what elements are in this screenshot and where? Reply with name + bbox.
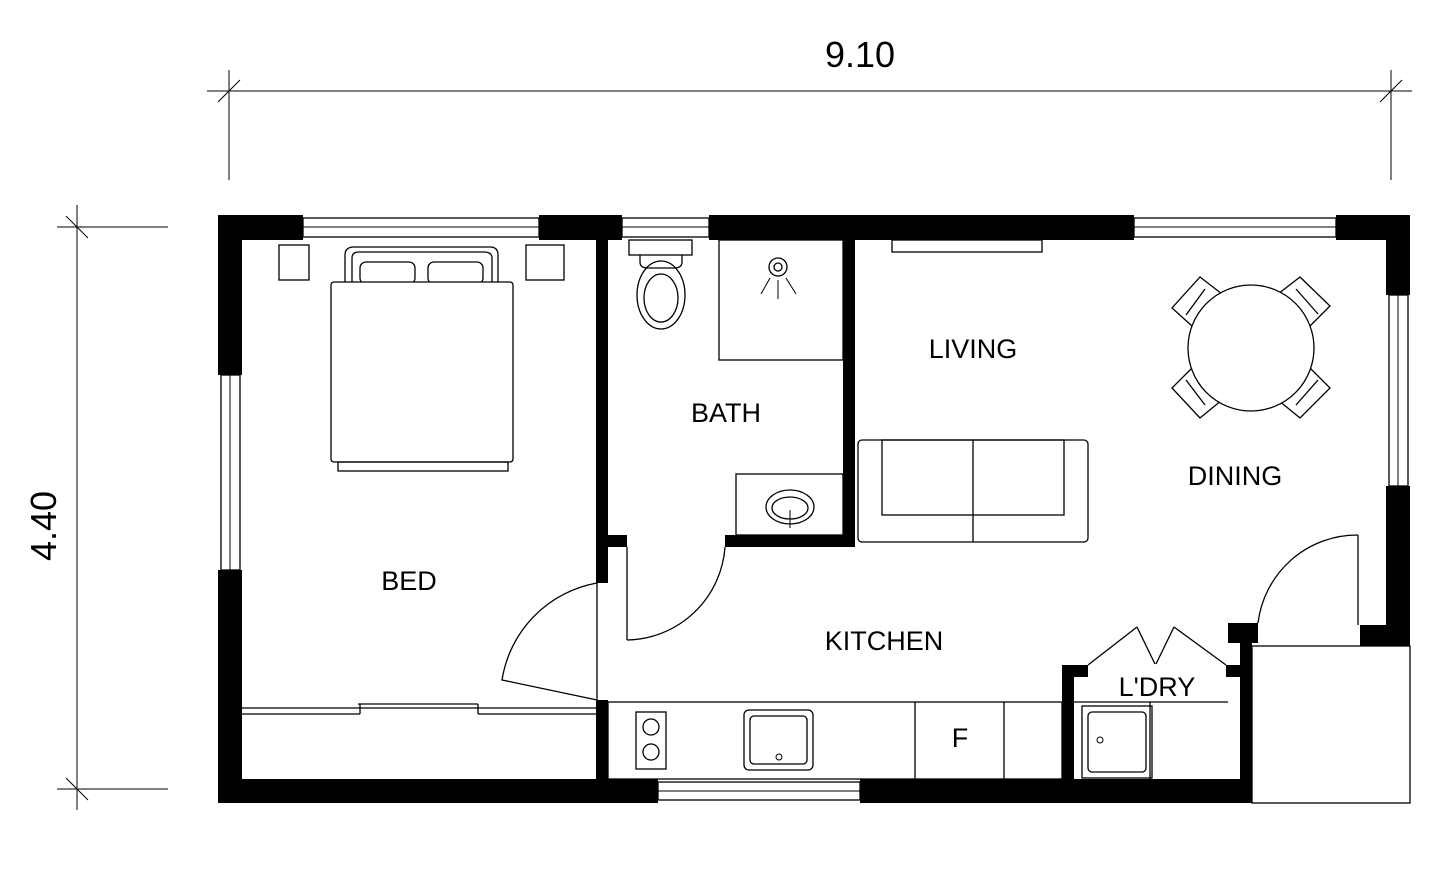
room-label-living: LIVING <box>929 334 1018 364</box>
dining-chair <box>1277 367 1331 419</box>
height-dimension-label: 4.40 <box>23 491 64 561</box>
windows <box>220 217 1409 801</box>
fridge-label: F <box>952 723 969 753</box>
dining-chair <box>1171 276 1223 327</box>
dining-chair <box>1277 276 1331 327</box>
room-label-kitchen: KITCHEN <box>825 626 944 656</box>
shower <box>718 239 844 361</box>
dining-table <box>1171 276 1331 419</box>
dining-chair <box>1171 367 1223 419</box>
kitchen-sink <box>743 709 814 771</box>
wardrobe <box>242 703 596 715</box>
height-dimension: 4.40 <box>23 205 168 810</box>
walls <box>218 215 1410 803</box>
room-label-dining: DINING <box>1188 461 1283 491</box>
kitchen-bench <box>607 701 1063 780</box>
width-dimension: 9.10 <box>207 34 1412 180</box>
laundry-tub <box>1074 701 1228 779</box>
laundry-doors <box>1087 626 1227 666</box>
cooktop <box>635 711 667 770</box>
bath-vanity <box>735 473 844 536</box>
sofa <box>857 439 1089 543</box>
room-label-laundry: L'DRY <box>1119 672 1196 702</box>
tv-unit <box>891 239 1043 253</box>
double-bed <box>278 244 565 472</box>
room-label-bath: BATH <box>691 398 761 428</box>
toilet <box>628 239 693 330</box>
width-dimension-label: 9.10 <box>825 34 895 75</box>
entry-door <box>1251 534 1411 804</box>
room-label-bed: BED <box>381 566 437 596</box>
bedroom-door <box>501 582 598 701</box>
bathroom-door <box>626 546 726 641</box>
